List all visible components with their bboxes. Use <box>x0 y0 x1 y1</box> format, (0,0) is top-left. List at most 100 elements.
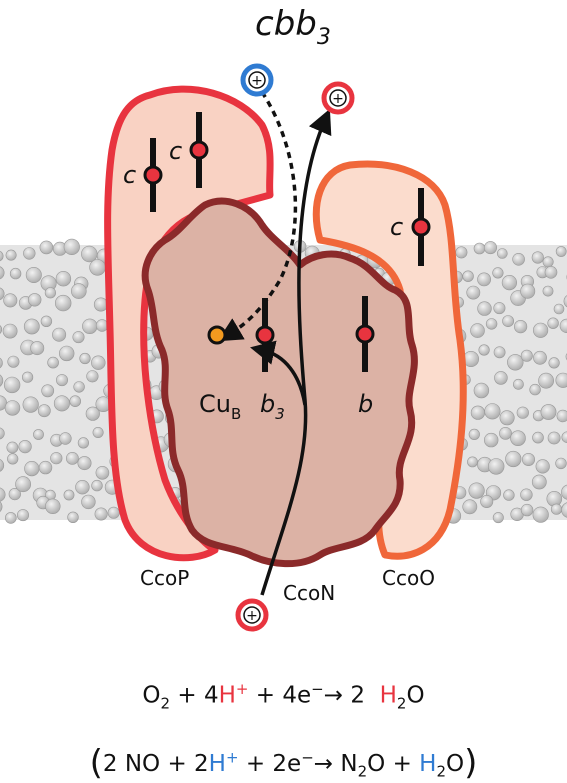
lipid-bead <box>517 407 529 419</box>
heme-c-label-2: c <box>169 137 182 165</box>
lipid-bead <box>25 461 40 476</box>
lipid-bead <box>19 440 32 453</box>
lipid-bead <box>5 401 20 416</box>
lipid-bead <box>479 345 490 356</box>
lipid-bead <box>108 507 119 518</box>
lipid-bead <box>41 316 52 327</box>
lipid-bead <box>95 508 107 520</box>
lipid-bead <box>71 284 86 299</box>
lipid-bead <box>513 379 523 389</box>
lipid-bead <box>33 429 43 439</box>
svg-text:+: + <box>251 73 263 89</box>
lipid-bead <box>503 316 514 327</box>
lipid-bead <box>94 298 107 311</box>
lipid-bead <box>521 489 533 501</box>
lipid-bead <box>514 320 527 333</box>
lipid-bead <box>486 319 497 330</box>
lipid-bead <box>478 273 491 286</box>
lipid-bead <box>557 410 567 422</box>
lipid-bead <box>68 512 79 523</box>
lipid-bead <box>463 271 474 282</box>
proton-red-top-icon: + <box>324 84 352 112</box>
lipid-bead <box>511 431 526 446</box>
lipid-bead <box>539 373 554 388</box>
lipid-bead <box>484 433 498 447</box>
lipid-bead <box>547 491 562 506</box>
lipid-bead <box>533 432 544 443</box>
lipid-bead <box>536 460 550 474</box>
lipid-bead <box>66 452 78 464</box>
lipid-bead <box>45 499 60 514</box>
lipid-bead <box>478 302 492 316</box>
lipid-bead <box>469 429 480 440</box>
lipid-bead <box>530 384 541 395</box>
lipid-bead <box>474 243 485 254</box>
lipid-bead <box>17 509 28 520</box>
lipid-bead <box>532 475 546 489</box>
lipid-bead <box>543 257 553 267</box>
lipid-bead <box>22 372 33 383</box>
arrow-icon: → <box>324 683 343 709</box>
lipid-bead <box>5 512 16 523</box>
lipid-bead <box>521 504 533 516</box>
proton-red-bottom-icon: + <box>238 601 266 629</box>
svg-text:+: + <box>246 608 258 624</box>
lipid-bead <box>4 377 20 393</box>
lipid-bead <box>55 295 71 311</box>
lipid-bead <box>8 356 19 367</box>
lipid-bead <box>533 351 546 364</box>
lipid-bead <box>484 241 496 253</box>
lipid-bead <box>93 427 103 437</box>
lipid-bead <box>532 252 544 264</box>
lipid-bead <box>92 480 103 491</box>
lipid-bead <box>541 404 556 419</box>
lipid-bead <box>39 461 52 474</box>
lipid-bead <box>42 385 54 397</box>
ccon-label: CcoN <box>283 581 335 605</box>
lipid-bead <box>507 354 523 370</box>
lipid-bead <box>545 266 557 278</box>
lipid-bead <box>56 374 67 385</box>
lipid-bead <box>82 319 97 334</box>
lipid-bead <box>485 404 501 420</box>
lipid-bead <box>80 353 91 364</box>
lipid-bead <box>23 397 39 413</box>
lipid-bead <box>7 454 18 465</box>
lipid-bead <box>73 331 84 342</box>
lipid-bead <box>45 288 56 299</box>
lipid-bead <box>60 433 72 445</box>
lipid-bead <box>10 268 21 279</box>
lipid-bead <box>522 453 534 465</box>
lipid-bead <box>59 346 74 361</box>
lipid-bead <box>52 328 65 341</box>
lipid-bead <box>51 452 63 464</box>
lipid-bead <box>456 247 467 258</box>
lipid-bead <box>4 294 17 307</box>
lipid-bead <box>70 396 81 407</box>
lipid-bead <box>56 271 71 286</box>
lipid-bead <box>543 286 553 296</box>
lipid-bead <box>54 396 69 411</box>
cub-center <box>209 327 225 343</box>
lipid-bead <box>90 260 106 276</box>
lipid-bead <box>548 318 559 329</box>
lipid-bead <box>497 249 507 259</box>
lipid-bead <box>40 241 53 254</box>
lipid-bead <box>81 246 97 262</box>
lipid-bead <box>549 358 560 369</box>
lipid-bead <box>502 275 517 290</box>
lipid-bead <box>64 239 80 255</box>
lipid-bead <box>504 490 515 501</box>
svg-text:+: + <box>332 91 344 107</box>
lipid-bead <box>76 480 90 494</box>
lipid-bead <box>48 357 59 368</box>
lipid-bead <box>82 495 96 509</box>
lipid-bead <box>471 324 485 338</box>
lipid-bead <box>467 457 477 467</box>
lipid-bead <box>556 246 566 256</box>
lipid-bead <box>38 405 50 417</box>
lipid-bead <box>488 459 504 475</box>
lipid-bead <box>521 284 535 298</box>
